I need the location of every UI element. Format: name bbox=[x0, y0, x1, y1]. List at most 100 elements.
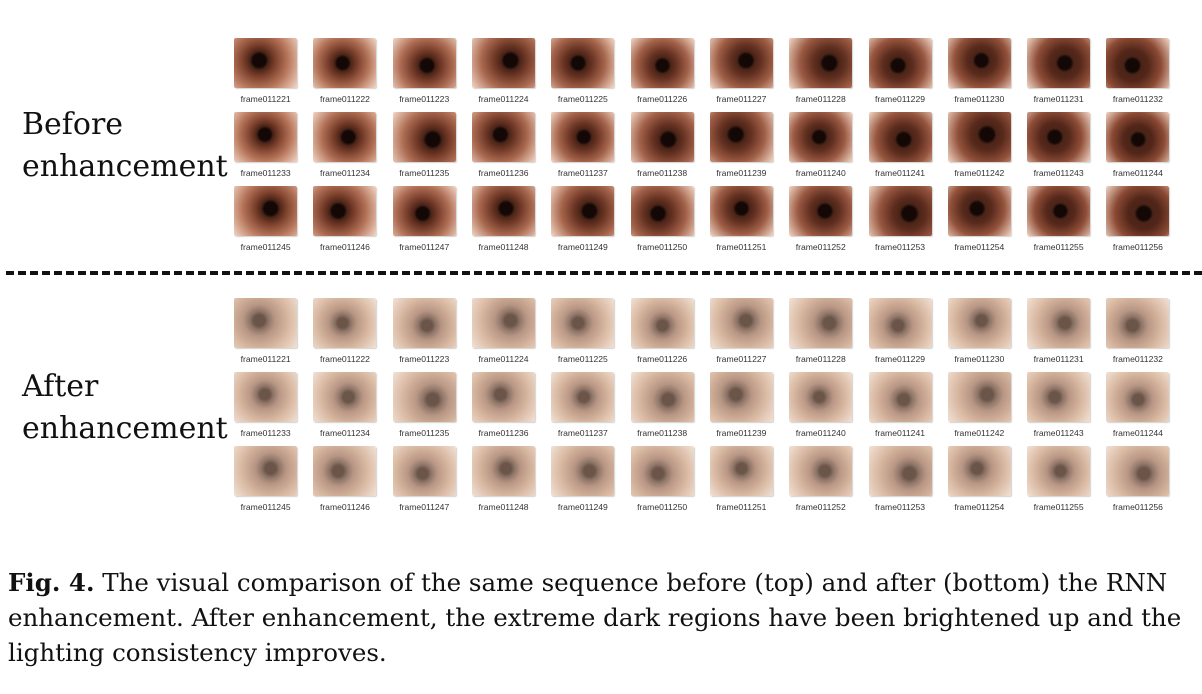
frame-label: frame011231 bbox=[1033, 94, 1084, 104]
frame-thumbnail[interactable]: frame011248 bbox=[464, 446, 543, 520]
frame-thumbnail[interactable]: frame011247 bbox=[385, 446, 464, 520]
frame-thumbnail[interactable]: frame011221 bbox=[226, 38, 305, 112]
frame-thumbnail[interactable]: frame011256 bbox=[1098, 186, 1177, 260]
frame-label: frame011227 bbox=[716, 354, 767, 364]
frame-thumbnail[interactable]: frame011255 bbox=[1019, 446, 1098, 520]
frame-image bbox=[313, 372, 377, 422]
frame-label: frame011256 bbox=[1112, 242, 1163, 252]
frame-thumbnail[interactable]: frame011226 bbox=[622, 38, 701, 112]
frame-thumbnail[interactable]: frame011227 bbox=[702, 38, 781, 112]
frame-label: frame011238 bbox=[637, 428, 688, 438]
frame-thumbnail[interactable]: frame011251 bbox=[702, 186, 781, 260]
frame-thumbnail[interactable]: frame011249 bbox=[543, 186, 622, 260]
frame-thumbnail[interactable]: frame011237 bbox=[543, 112, 622, 186]
frame-thumbnail[interactable]: frame011243 bbox=[1019, 372, 1098, 446]
frame-thumbnail[interactable]: frame011254 bbox=[940, 186, 1019, 260]
frame-thumbnail[interactable]: frame011235 bbox=[385, 372, 464, 446]
frame-thumbnail[interactable]: frame011240 bbox=[781, 112, 860, 186]
frame-thumbnail[interactable]: frame011249 bbox=[543, 446, 622, 520]
frame-thumbnail[interactable]: frame011222 bbox=[305, 38, 384, 112]
frame-thumbnail[interactable]: frame011224 bbox=[464, 298, 543, 372]
frame-image bbox=[868, 372, 932, 422]
frame-thumbnail[interactable]: frame011228 bbox=[781, 38, 860, 112]
frame-thumbnail[interactable]: frame011238 bbox=[622, 112, 701, 186]
frame-thumbnail[interactable]: frame011250 bbox=[622, 446, 701, 520]
frame-thumbnail[interactable]: frame011239 bbox=[702, 112, 781, 186]
frame-image bbox=[1027, 298, 1091, 348]
frame-thumbnail[interactable]: frame011234 bbox=[305, 372, 384, 446]
frame-label: frame011235 bbox=[399, 168, 450, 178]
frame-thumbnail[interactable]: frame011252 bbox=[781, 186, 860, 260]
frame-label: frame011237 bbox=[557, 428, 608, 438]
frame-thumbnail[interactable]: frame011228 bbox=[781, 298, 860, 372]
frame-thumbnail[interactable]: frame011236 bbox=[464, 372, 543, 446]
frame-thumbnail[interactable]: frame011233 bbox=[226, 112, 305, 186]
frame-thumbnail[interactable]: frame011225 bbox=[543, 38, 622, 112]
frame-image bbox=[551, 446, 615, 496]
frame-thumbnail[interactable]: frame011226 bbox=[622, 298, 701, 372]
frame-thumbnail[interactable]: frame011237 bbox=[543, 372, 622, 446]
frame-thumbnail[interactable]: frame011240 bbox=[781, 372, 860, 446]
frame-thumbnail[interactable]: frame011223 bbox=[385, 298, 464, 372]
frame-thumbnail[interactable]: frame011244 bbox=[1098, 372, 1177, 446]
frame-image bbox=[709, 298, 773, 348]
frame-image bbox=[472, 112, 536, 162]
frame-thumbnail[interactable]: frame011244 bbox=[1098, 112, 1177, 186]
frame-thumbnail[interactable]: frame011235 bbox=[385, 112, 464, 186]
frame-label: frame011241 bbox=[875, 168, 926, 178]
frame-label: frame011229 bbox=[875, 94, 926, 104]
frame-thumbnail[interactable]: frame011222 bbox=[305, 298, 384, 372]
frame-label: frame011232 bbox=[1112, 94, 1163, 104]
frame-thumbnail[interactable]: frame011242 bbox=[940, 112, 1019, 186]
frame-thumbnail[interactable]: frame011231 bbox=[1019, 298, 1098, 372]
frame-thumbnail[interactable]: frame011252 bbox=[781, 446, 860, 520]
frame-thumbnail[interactable]: frame011250 bbox=[622, 186, 701, 260]
frame-thumbnail[interactable]: frame011229 bbox=[860, 38, 939, 112]
frame-thumbnail[interactable]: frame011253 bbox=[860, 446, 939, 520]
frame-thumbnail[interactable]: frame011225 bbox=[543, 298, 622, 372]
frame-thumbnail[interactable]: frame011246 bbox=[305, 446, 384, 520]
frame-thumbnail[interactable]: frame011242 bbox=[940, 372, 1019, 446]
frame-thumbnail[interactable]: frame011236 bbox=[464, 112, 543, 186]
frame-label: frame011242 bbox=[954, 168, 1005, 178]
frame-thumbnail[interactable]: frame011256 bbox=[1098, 446, 1177, 520]
frame-image bbox=[313, 112, 377, 162]
frame-label: frame011235 bbox=[399, 428, 450, 438]
frame-thumbnail[interactable]: frame011221 bbox=[226, 298, 305, 372]
frame-label: frame011224 bbox=[478, 354, 529, 364]
frame-thumbnail[interactable]: frame011255 bbox=[1019, 186, 1098, 260]
frame-thumbnail[interactable]: frame011231 bbox=[1019, 38, 1098, 112]
frame-thumbnail[interactable]: frame011251 bbox=[702, 446, 781, 520]
frame-thumbnail[interactable]: frame011254 bbox=[940, 446, 1019, 520]
frame-thumbnail[interactable]: frame011245 bbox=[226, 186, 305, 260]
frame-thumbnail[interactable]: frame011246 bbox=[305, 186, 384, 260]
frame-thumbnail[interactable]: frame011247 bbox=[385, 186, 464, 260]
frame-image bbox=[630, 112, 694, 162]
frame-thumbnail[interactable]: frame011238 bbox=[622, 372, 701, 446]
frame-thumbnail[interactable]: frame011230 bbox=[940, 298, 1019, 372]
frame-image bbox=[313, 38, 377, 88]
frame-image bbox=[947, 112, 1011, 162]
frame-thumbnail[interactable]: frame011229 bbox=[860, 298, 939, 372]
frame-thumbnail[interactable]: frame011223 bbox=[385, 38, 464, 112]
frame-thumbnail[interactable]: frame011230 bbox=[940, 38, 1019, 112]
frame-image bbox=[1106, 112, 1170, 162]
frame-thumbnail[interactable]: frame011233 bbox=[226, 372, 305, 446]
frame-thumbnail[interactable]: frame011224 bbox=[464, 38, 543, 112]
frame-thumbnail[interactable]: frame011248 bbox=[464, 186, 543, 260]
frame-label: frame011228 bbox=[795, 354, 846, 364]
frame-thumbnail[interactable]: frame011253 bbox=[860, 186, 939, 260]
dashed-divider bbox=[6, 271, 1202, 275]
frame-thumbnail[interactable]: frame011243 bbox=[1019, 112, 1098, 186]
frame-thumbnail[interactable]: frame011239 bbox=[702, 372, 781, 446]
frame-thumbnail[interactable]: frame011232 bbox=[1098, 38, 1177, 112]
frame-thumbnail[interactable]: frame011234 bbox=[305, 112, 384, 186]
frame-image bbox=[551, 112, 615, 162]
frame-label: frame011226 bbox=[637, 354, 688, 364]
frame-thumbnail[interactable]: frame011245 bbox=[226, 446, 305, 520]
frame-thumbnail[interactable]: frame011241 bbox=[860, 112, 939, 186]
frame-thumbnail[interactable]: frame011227 bbox=[702, 298, 781, 372]
frame-thumbnail[interactable]: frame011241 bbox=[860, 372, 939, 446]
frame-thumbnail[interactable]: frame011232 bbox=[1098, 298, 1177, 372]
frame-label: frame011256 bbox=[1112, 502, 1163, 512]
